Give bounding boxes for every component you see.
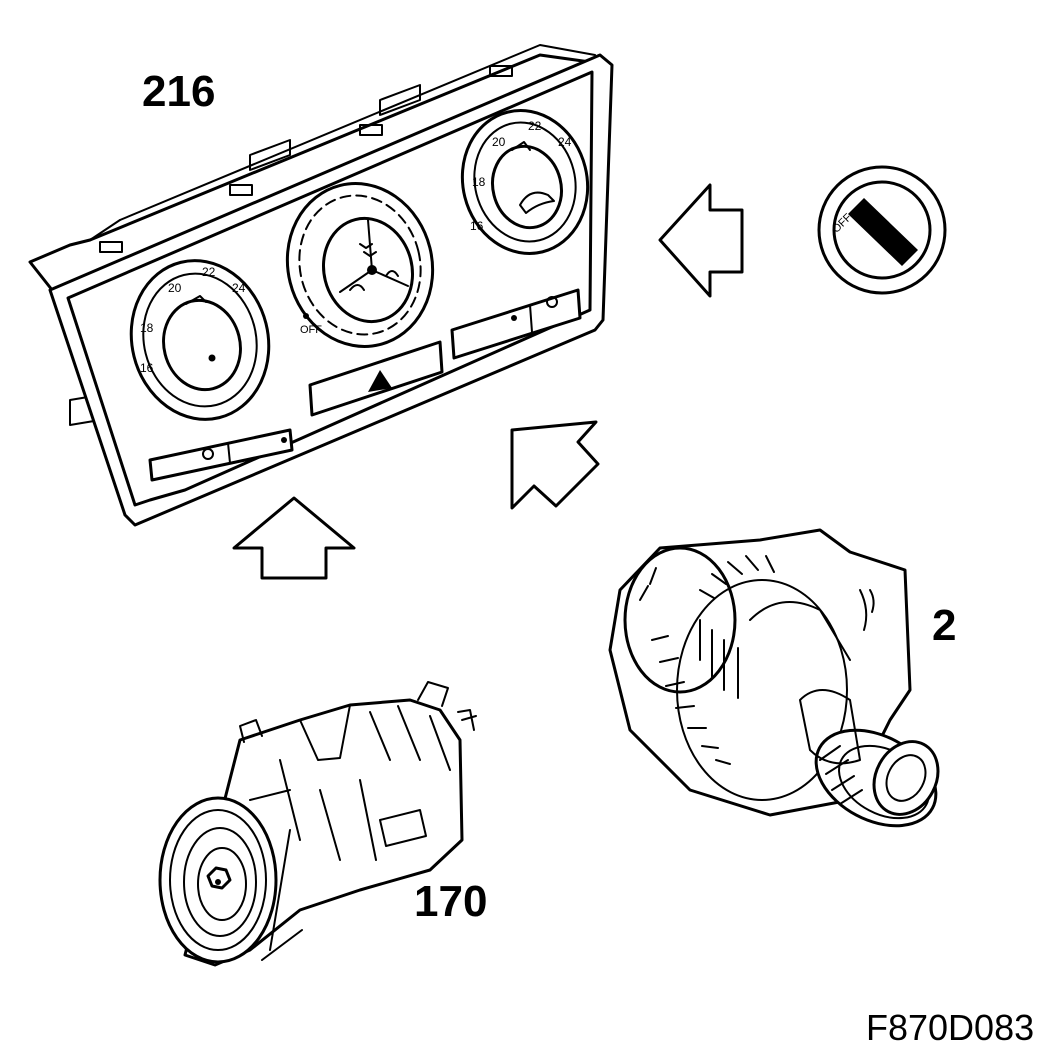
right-dial-tick: 18 [472,175,486,189]
left-dial-tick: 18 [140,321,154,335]
diagonal-arrow [510,420,600,510]
generator [608,528,940,828]
up-arrow [232,496,356,580]
left-dial-tick: 22 [202,265,216,279]
left-dial-tick: 24 [232,281,246,295]
ac-compressor [158,681,477,967]
label-control-panel: 216 [142,67,216,116]
right-dial-tick: 22 [528,119,542,133]
right-dial-tick: 20 [492,135,506,149]
pointer-arrows [232,183,744,580]
left-arrow [658,183,744,298]
fan-off-marking: OFF [300,324,322,336]
panel-buttons [148,288,582,482]
figure-code: F870D083 [866,1007,1035,1048]
climate-control-panel: OFF [28,44,614,527]
fan-speed-dial: OFF [285,182,435,348]
ignition-switch-icon: OFF [817,165,947,295]
label-generator: 2 [932,601,957,650]
right-dial-tick: 24 [558,135,572,149]
left-dial-tick: 16 [140,361,154,375]
right-dial-tick: 16 [470,219,484,233]
left-temperature-dial [129,259,271,421]
label-compressor: 170 [414,877,488,926]
right-temperature-dial [460,109,590,255]
left-dial-tick: 20 [168,281,182,295]
